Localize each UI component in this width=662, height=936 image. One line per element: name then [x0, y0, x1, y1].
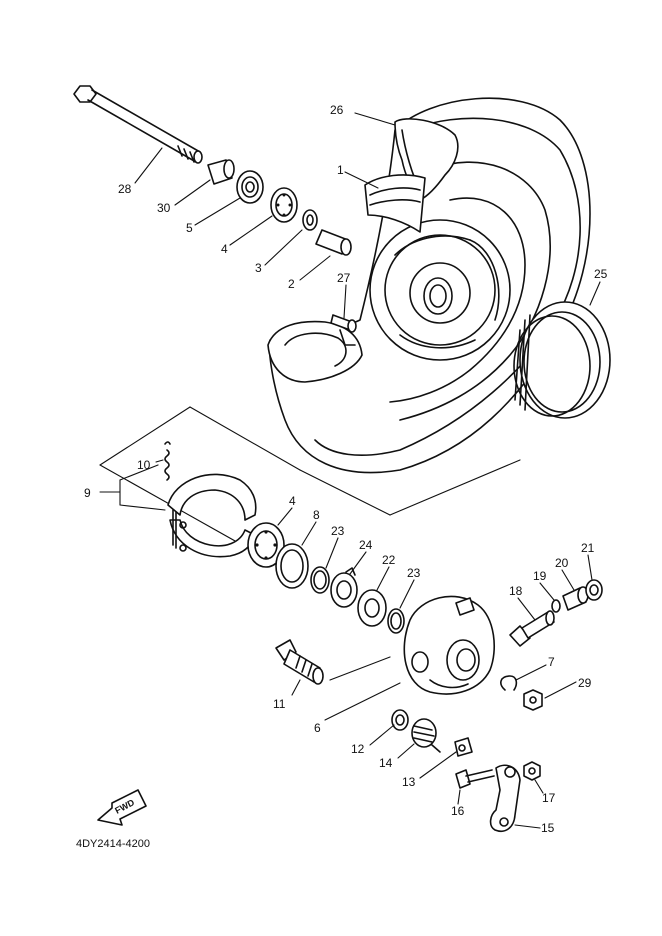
collar-30	[207, 159, 235, 185]
valve-27	[330, 314, 357, 346]
callout-6: 6	[314, 721, 321, 735]
callout-10: 10	[137, 458, 151, 472]
callout-14: 14	[379, 756, 393, 770]
callout-18: 18	[509, 584, 523, 598]
callout-4-top: 4	[221, 242, 228, 256]
callout-23-b: 23	[407, 566, 421, 580]
leader-lines	[99, 112, 601, 829]
callout-1: 1	[337, 163, 344, 177]
rim-band-1	[364, 174, 426, 233]
washer-19	[551, 599, 561, 613]
bearing-4-lower	[247, 522, 285, 568]
spacer-2	[315, 229, 352, 256]
callout-3: 3	[255, 261, 262, 275]
washer-3	[302, 209, 318, 231]
callout-2: 2	[288, 277, 295, 291]
callout-29: 29	[578, 676, 592, 690]
gear-22	[357, 589, 387, 627]
assembly-outline	[99, 406, 521, 556]
circlip-7	[500, 675, 518, 691]
brake-shoe-9	[167, 473, 257, 558]
callout-11: 11	[273, 697, 286, 711]
bolt-16	[455, 769, 495, 789]
callout-25: 25	[594, 267, 608, 281]
callout-26: 26	[330, 103, 344, 117]
oil-seal-5	[236, 170, 264, 204]
callout-19: 19	[533, 569, 547, 583]
callout-30: 30	[157, 201, 171, 215]
callout-4-lower: 4	[289, 494, 296, 508]
callout-12: 12	[351, 742, 365, 756]
callout-27: 27	[337, 271, 351, 285]
callout-23-a: 23	[331, 524, 345, 538]
callout-22: 22	[382, 553, 396, 567]
callout-8: 8	[313, 508, 320, 522]
callout-15: 15	[541, 821, 555, 835]
circlip-23-b	[387, 608, 405, 634]
nut-17	[523, 761, 541, 781]
oil-seal-12	[391, 709, 409, 731]
callout-17: 17	[542, 791, 556, 805]
callout-16: 16	[451, 804, 465, 818]
callout-24: 24	[359, 538, 373, 552]
callout-labels: 26 1 28 30 5 4 3 2 27 25 10 9 4 8 23 24 …	[84, 103, 608, 835]
callout-5: 5	[186, 221, 193, 235]
bearing-4-top	[270, 187, 298, 223]
brake-shoe-plate-6	[403, 595, 496, 695]
plate-24	[330, 567, 358, 608]
speedo-drive-18	[509, 610, 555, 647]
brake-arm-15	[489, 764, 521, 832]
wheel-assembly	[267, 97, 591, 474]
cap-21	[585, 579, 603, 601]
tire-section-bottom	[267, 320, 363, 383]
axle-28	[73, 85, 203, 164]
oil-seal-8	[275, 543, 309, 589]
circlip-23-a	[310, 566, 330, 594]
callout-20: 20	[555, 556, 569, 570]
callout-7: 7	[548, 655, 555, 669]
spring-14	[411, 718, 441, 753]
callout-13: 13	[402, 775, 416, 789]
bushing-20	[562, 586, 589, 611]
drawing-code: 4DY2414-4200	[76, 838, 150, 850]
rim-band-25	[513, 301, 611, 419]
nut-29	[523, 689, 543, 711]
callout-21: 21	[581, 541, 595, 555]
fwd-arrow-icon: FWD	[97, 789, 147, 826]
callout-28: 28	[118, 182, 132, 196]
spring-10	[164, 441, 171, 481]
indicator-13	[454, 737, 473, 757]
camshaft-11	[275, 639, 324, 685]
callout-9: 9	[84, 486, 91, 500]
